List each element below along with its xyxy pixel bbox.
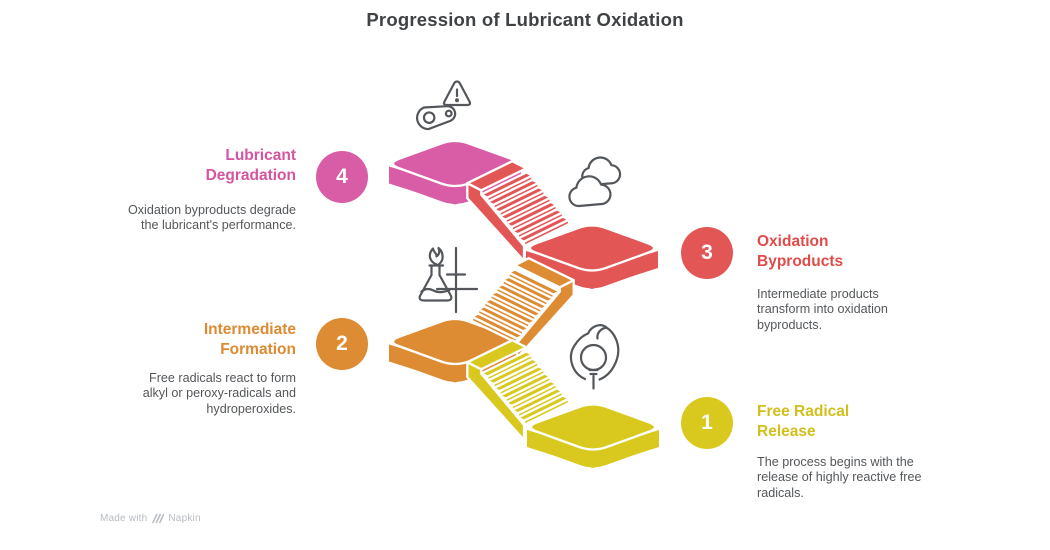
brand-label: Napkin	[168, 513, 201, 524]
step-2-number-badge: 2	[316, 318, 368, 370]
flame-bulb-icon	[569, 324, 620, 390]
step-3-number-badge: 3	[681, 227, 733, 279]
step-1-description: The process begins with the release of h…	[757, 455, 922, 500]
staircase-1-to-2	[466, 339, 571, 442]
made-with-napkin: Made with Napkin	[100, 513, 201, 524]
step-3-title: Oxidation Byproducts	[757, 233, 844, 270]
made-with-label: Made with	[100, 513, 148, 524]
staircase-3-to-4	[466, 160, 571, 263]
step-1-number-badge: 1	[681, 397, 733, 449]
platform-3-oxidation-byproducts	[526, 224, 658, 291]
step-2-description: Free radicals react to form alkyl or per…	[142, 371, 296, 416]
step-3-description: Intermediate products transform into oxi…	[757, 287, 888, 332]
napkin-logo-icon	[152, 513, 165, 524]
staircase-2-to-3	[470, 257, 575, 360]
staircase-diagram	[389, 80, 659, 470]
warning-machine-icon	[416, 80, 472, 131]
step-4-number-badge: 4	[316, 151, 368, 203]
step-4-title: Lubricant Degradation	[205, 147, 296, 184]
page-title: Progression of Lubricant Oxidation	[366, 9, 684, 30]
step-1-title: Free Radical Release	[757, 403, 850, 440]
clouds-icon	[568, 156, 622, 208]
platform-1-free-radical-release	[527, 403, 659, 470]
lab-flask-icon	[418, 246, 479, 314]
step-4-description: Oxidation byproducts degrade the lubrica…	[127, 203, 296, 233]
step-2-title: Intermediate Formation	[203, 321, 296, 358]
staircase-scene	[389, 139, 659, 470]
